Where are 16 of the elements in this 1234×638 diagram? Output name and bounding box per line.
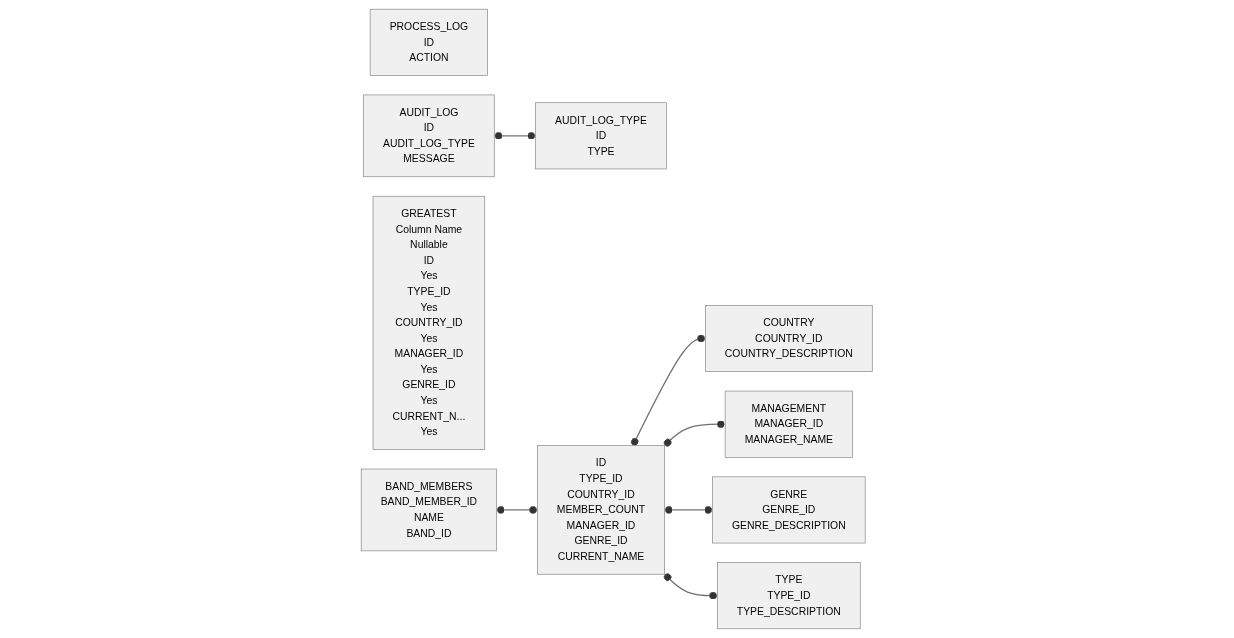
connector [664,506,714,514]
connector [631,334,707,447]
node-box: BAND_MEMBERS BAND_MEMBER_ID NAME BAND_ID [361,468,498,552]
connector [496,506,539,514]
node-box: TYPE TYPE_ID TYPE_DESCRIPTION [717,562,861,630]
connector [493,131,537,140]
node-box: GREATEST Column Name Nullable ID Yes TYPE_ID Yes COUNTRY_ID Yes MANAGER_ID Yes GENRE_ID Yes CURRENT_N... Yes [372,195,486,450]
node-box: MANAGEMENT MANAGER_ID MANAGER_NAME [725,390,854,458]
connector [663,573,719,600]
connector [663,420,727,447]
node-box: AUDIT_LOG ID AUDIT_LOG_TYPE MESSAGE [363,94,495,178]
node-box: COUNTRY COUNTRY_ID COUNTRY_DESCRIPTION [705,305,873,372]
node-box: ID TYPE_ID COUNTRY_ID MEMBER_COUNT MANAGER_ID GENRE_ID CURRENT_NAME [537,445,666,575]
node-box: AUDIT_LOG_TYPE ID TYPE [535,102,667,170]
node-box: PROCESS_LOG ID ACTION [370,8,489,76]
node-box: GENRE GENRE_ID GENRE_DESCRIPTION [712,476,866,544]
